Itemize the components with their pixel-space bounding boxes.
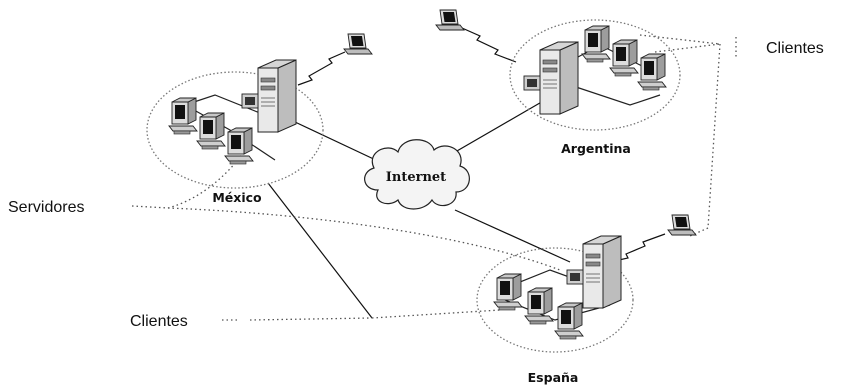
link-argentina-internet [449,99,546,156]
server-icon [241,59,297,133]
clientes-top-leader-b [654,43,721,53]
clientes-bottom-leader [249,317,373,321]
desktop-computer-icon [196,112,226,150]
server-icon [566,235,622,309]
desktop-computer-icon [493,273,523,311]
site-label-espana: España [528,370,579,385]
site-boundary-mexico [146,71,324,189]
clientes-top-leader-espana [707,43,721,229]
clientes-top-leader-laptop [689,227,709,237]
desktop-computer-icon [524,287,554,325]
servidores-leader-espana [167,207,561,271]
site-argentina: Argentina [509,19,681,156]
desktop-computer-icon [168,97,198,135]
laptop-icon [667,214,697,236]
desktop-computer-icon [554,302,584,340]
desktop-computer-icon [224,127,254,165]
site-mexico: México [146,59,324,205]
clientes-bottom-leader-espana [371,309,501,319]
site-boundary-espana [476,247,634,353]
clientes-top-leader-argentina [639,34,721,45]
laptop-icon [435,9,465,31]
label-servidores: Servidores [8,199,84,216]
server-icon [523,41,579,115]
link-mexico-clientes [267,182,373,319]
laptop-icon [343,33,373,55]
site-label-mexico: México [212,190,262,205]
cloud-icon [364,139,470,210]
site-espana: España [476,235,634,385]
label-clientes-top: Clientes [766,40,824,57]
servidores-leader-start [131,205,169,209]
internet-cloud: Internet [364,139,470,210]
desktop-computer-icon [637,53,667,91]
label-clientes-bottom: Clientes [130,313,188,330]
desktop-computer-icon [581,25,611,63]
link-mexico-internet [294,121,381,163]
internet-label: Internet [386,170,446,185]
link-internet-espana [454,209,571,263]
link-espana-laptop [609,233,666,263]
desktop-computer-icon [609,39,639,77]
site-label-argentina: Argentina [561,141,631,156]
link-argentina-laptop [461,27,517,63]
site-boundary-argentina [509,19,681,131]
link-mexico-laptop [297,51,346,86]
